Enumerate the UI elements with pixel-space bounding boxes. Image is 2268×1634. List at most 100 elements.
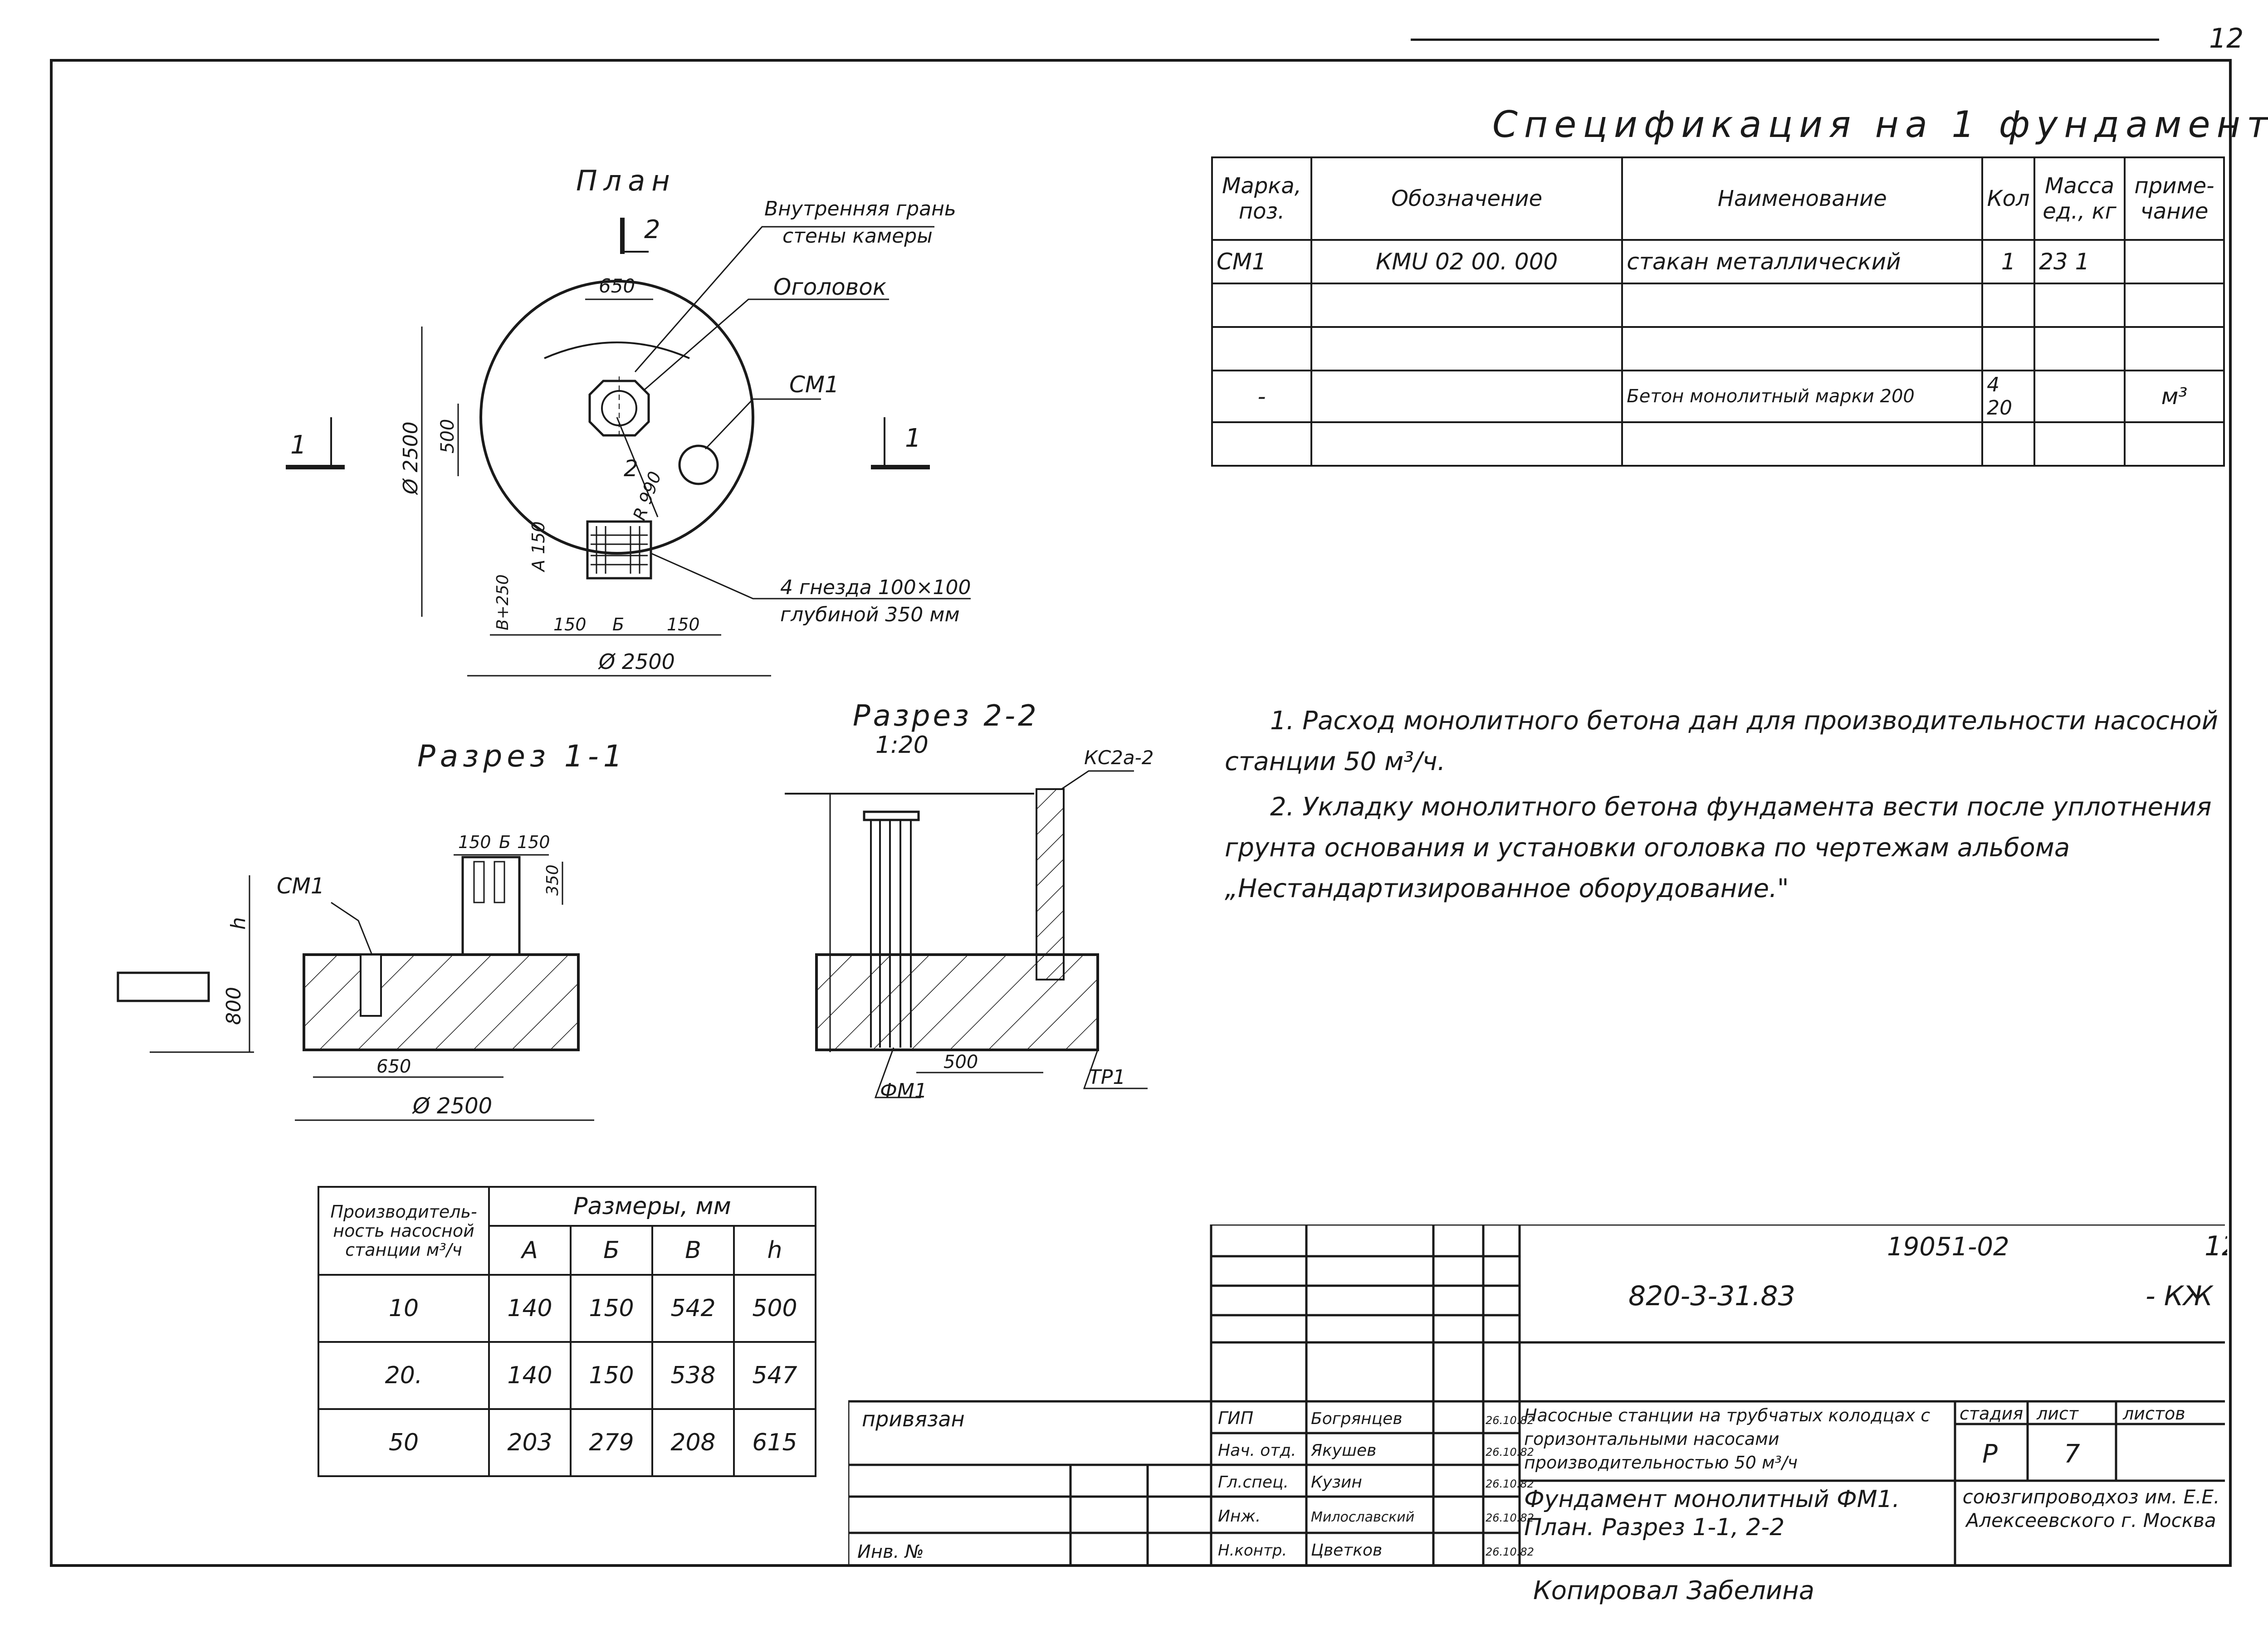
spec-cell	[2033, 370, 2126, 423]
plan-drawing: План 2 Внутренняя грань стены камеры Ого…	[286, 164, 971, 677]
dim-b250: В+250	[494, 574, 512, 630]
label-tr1: ТР1	[1089, 1066, 1125, 1089]
label-head: Оголовок	[773, 274, 886, 300]
section-2-2-title: Разрез 2-2	[853, 699, 1039, 733]
spec-header-cell: Обозначение	[1310, 156, 1623, 241]
label-depth: глубиной 350 мм	[780, 603, 960, 626]
label-kc: КС2а-2	[1084, 746, 1154, 769]
drawing-title: Фундамент монолитный ФМ1. План. Разрез 1…	[1524, 1486, 1900, 1541]
label-inner-face-2: стены камеры	[782, 224, 933, 248]
section-1-1-title: Разрез 1-1	[417, 739, 627, 774]
leader-kc	[1061, 770, 1134, 790]
title-block-frame	[848, 1224, 2225, 1567]
dim-500: 500	[943, 1052, 978, 1073]
spec-cell: 1	[1981, 239, 2036, 284]
dim-150a: 150	[553, 615, 587, 634]
spec-header-cell: приме- чание	[2123, 156, 2225, 241]
note-2: 2. Укладку монолитного бетона фундамента…	[1225, 792, 2212, 903]
section-2-2-scale: 1:20	[875, 732, 929, 759]
cut-label: 1	[290, 430, 307, 460]
staff-name: Цветков	[1311, 1541, 1382, 1560]
label-sockets: 4 гнезда 100×100	[780, 576, 971, 599]
staff-date: 26.10.82	[1486, 1512, 1534, 1524]
spec-cell: стакан металлический	[1621, 239, 1984, 284]
staff-name: Богрянцев	[1311, 1410, 1403, 1428]
drawing-sheet-frame	[50, 59, 2232, 1567]
section-1-1-drawing: Разрез 1-1 150 Б 150 350 СМ1 650 Ø 2500 …	[117, 739, 627, 1121]
staff-role: ГИП	[1218, 1408, 1253, 1428]
dim-b: Б	[499, 832, 511, 852]
spec-title: Спецификация на 1 фундамент	[1492, 103, 2268, 146]
tied-label: привязан	[862, 1407, 965, 1431]
leader-fm1	[874, 1047, 921, 1098]
dim-dia: Ø 2500	[412, 1093, 492, 1119]
staff-role: Нач. отд.	[1218, 1441, 1296, 1460]
staff-date: 26.10.82	[1486, 1546, 1534, 1558]
dims-cell: 150	[570, 1341, 653, 1410]
spec-row: - Бетон монолитный марки 200 4 20 м³	[1211, 370, 2225, 423]
spec-cell	[1981, 421, 2036, 467]
inv-label: Инв. №	[857, 1541, 924, 1562]
project-suffix: - КЖ	[2146, 1280, 2214, 1312]
note-1: 1. Расход монолитного бетона дан для про…	[1225, 706, 2218, 776]
spec-row	[1211, 326, 2225, 371]
spec-row	[1211, 283, 2225, 328]
cap-plate	[863, 810, 920, 821]
spec-cell	[1310, 326, 1623, 371]
dims-cell: 203	[488, 1408, 572, 1477]
cm1-insert	[360, 954, 382, 1017]
dims-row: 20. 140 150 538 547	[318, 1341, 816, 1410]
dims-header-row: Производитель- ность насосной станции м³…	[318, 1186, 816, 1276]
spec-cell	[1211, 421, 1312, 467]
spec-header-cell: Наименование	[1621, 156, 1984, 241]
leader-cm1	[331, 902, 373, 955]
dims-cell: 20.	[318, 1341, 490, 1410]
spec-cell	[1981, 283, 2036, 328]
spec-cell	[1310, 283, 1623, 328]
glass-outline	[461, 856, 521, 956]
dims-subheader-row: А Б В h	[318, 1225, 816, 1276]
dims-col-header: Б	[570, 1225, 653, 1276]
dim-a150: А 150	[528, 521, 548, 573]
staff-name: Кузин	[1311, 1473, 1362, 1492]
leader-sockets	[650, 552, 971, 600]
label-cm1: СМ1	[277, 873, 324, 899]
leader-cm1	[704, 398, 821, 450]
level-mark	[117, 971, 210, 1002]
spec-header-cell: Масса ед., кг	[2033, 156, 2126, 241]
copied-by: Копировал Забелина	[1533, 1576, 1815, 1605]
project-code: 820-3-31.83	[1628, 1280, 1795, 1312]
organization: союзгипроводхоз им. Е.Е. Алексеевского г…	[1962, 1486, 2220, 1532]
spec-cell: -	[1211, 370, 1312, 423]
dims-cell: 547	[733, 1341, 816, 1410]
spec-cell	[2033, 326, 2126, 371]
title-block: 19051-02 12 820-3-31.83 - КЖ привязан Ин…	[848, 1224, 2227, 1567]
dims-cell: 542	[651, 1274, 735, 1343]
glass-slot	[473, 861, 485, 903]
dims-col-header: h	[733, 1225, 816, 1276]
dim-dia-horizontal: Ø 2500	[598, 649, 675, 674]
spec-cell	[1211, 283, 1312, 328]
project-title: Насосные станции на трубчатых колодцах с…	[1524, 1405, 1931, 1473]
label-cm1: СМ1	[789, 371, 839, 398]
spec-row: СМ1 КМU 02 00. 000 стакан металлический …	[1211, 239, 2225, 284]
sheets-header: листов	[2122, 1404, 2185, 1424]
radius-line	[616, 417, 659, 517]
spec-cell: КМU 02 00. 000	[1310, 239, 1623, 284]
spec-cell	[1621, 421, 1984, 467]
spec-row	[1211, 421, 2225, 467]
dim-350: 350	[543, 864, 562, 896]
sheet-value: 7	[2064, 1439, 2080, 1469]
head-octagon	[588, 380, 650, 437]
dimensions-table: Производитель- ность насосной станции м³…	[318, 1186, 816, 1477]
dim-650: 650	[599, 275, 635, 297]
staff-date: 26.10.82	[1486, 1446, 1534, 1458]
spec-header-cell: Кол	[1981, 156, 2036, 241]
leader-inner-face	[634, 226, 934, 372]
stage-header: стадия	[1960, 1404, 2023, 1424]
sheet-header: лист	[2036, 1404, 2079, 1424]
dims-cell: 500	[733, 1274, 816, 1343]
spec-cell: м³	[2123, 370, 2225, 423]
dims-header-group: Размеры, мм	[488, 1186, 816, 1227]
dims-cell: 538	[651, 1341, 735, 1410]
